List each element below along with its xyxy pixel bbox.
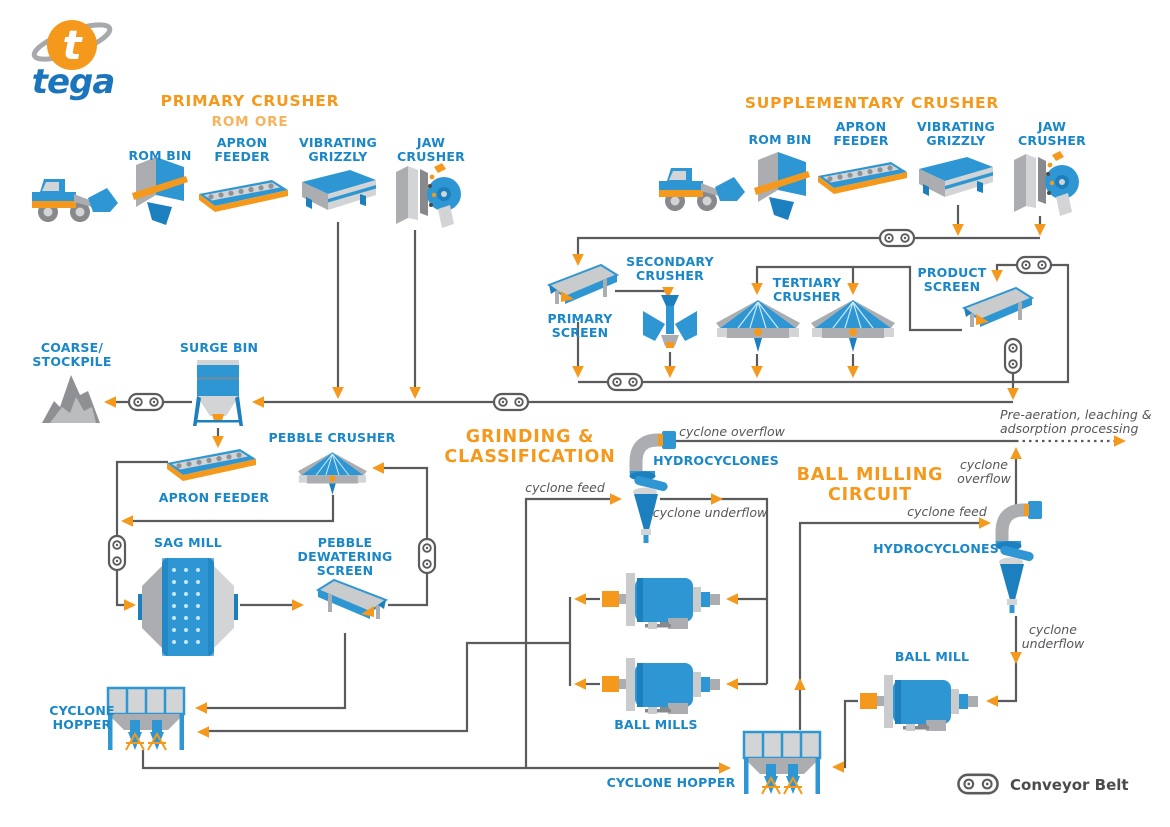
label-cyclone-hopper-left: CYCLONE HOPPER [49,703,115,732]
pebble-dewatering-screen-icon [317,579,387,620]
rom-bin-icon [754,152,810,220]
line-pds-to-pebble-crusher [382,466,429,607]
sag-mill-icon [138,558,238,656]
annotation-cyclone-underflow-left: cyclone underflow [652,505,768,520]
line-product-screen-oversize [755,265,962,332]
label-pebble-dewatering-screen: PEBBLE DEWATERING SCREEN [297,535,393,578]
hydrocyclone-icon [996,501,1043,613]
label-cyclone-hopper-bottom: CYCLONE HOPPER [606,775,736,790]
tertiary-crusher-icon [715,299,801,353]
annotation-pre-aeration: Pre-aeration, leaching & adsorption proc… [1000,407,1152,437]
annotation-cyclone-feed-right: cyclone feed [907,504,987,519]
secondary-crusher-icon [643,295,697,348]
section-title-grinding-classification: GRINDING & CLASSIFICATION [444,427,616,468]
line-pds-to-hopper [205,633,347,710]
conveyor-belt-icon [1015,255,1053,275]
section-title-primary-crusher: PRIMARY CRUSHER [160,92,340,110]
line-cyclone-feed-right [798,521,981,730]
pebble-crusher-icon [297,451,368,496]
vibrating-grizzly-icon [919,157,993,197]
label-surge-bin: SURGE BIN [179,340,259,355]
label-apron-feeder-supplementary: APRON FEEDER [833,119,889,148]
line-pebble-crusher-discharge [131,495,335,523]
label-ball-mills: BALL MILLS [614,717,698,732]
hydrocyclone-icon [630,431,677,543]
line-crushed-collector [578,263,1070,384]
ball-mill-icon [860,675,978,731]
section-subtitle-rom-ore: ROM ORE [211,114,289,130]
line-primary-screen-oversize [615,287,670,293]
label-hydrocyclones-left: HYDROCYCLONES [653,453,779,468]
conveyor-belt-legend-icon [957,773,999,795]
apron-feeder-icon [199,180,288,212]
surge-bin-icon [193,360,243,426]
apron-feeder-icon [818,162,907,194]
conveyor-belt-icon [1003,337,1023,375]
annotation-cyclone-underflow-right: cyclone underflow [1021,622,1085,652]
jaw-crusher-icon [1014,151,1079,216]
jaw-crusher-icon [396,163,461,228]
wheel-loader-icon [659,168,745,211]
line-cyclone-feed-left [524,497,612,768]
label-rom-bin-primary: ROM BIN [128,148,192,163]
annotation-cyclone-feed-left: cyclone feed [525,480,605,495]
label-coarse-stockpile: COARSE/ STOCKPILE [32,340,112,369]
conveyor-belt-icon [878,228,916,248]
wheel-loader-icon [32,179,118,222]
line-ballmill-right-discharge [842,699,858,769]
logo-wordmark: tega [31,62,116,102]
line-hopper-transfer [141,750,721,770]
primary-screen-icon [548,264,618,305]
label-hydrocyclones-right: HYDROCYCLONES [873,541,999,556]
ball-mill-icon [602,573,720,629]
logo-ball [47,20,97,70]
cyclone-hopper-icon [742,730,822,796]
label-secondary-crusher: SECONDARY CRUSHER [626,254,714,283]
apron-feeder-icon [167,449,256,481]
conveyor-belt-icon [606,372,644,392]
conveyor-belt-icon [417,537,437,575]
vibrating-grizzly-icon [302,170,376,210]
label-pebble-crusher: PEBBLE CRUSHER [268,430,396,445]
cyclone-hopper-icon [106,686,186,752]
annotation-cyclone-overflow-left: cyclone overflow [679,424,785,439]
ball-mill-icon [602,658,720,714]
label-apron-feeder-sag: APRON FEEDER [158,490,270,505]
label-product-screen: PRODUCT SCREEN [917,265,987,294]
line-apron-to-sag [115,460,168,607]
conveyor-belt-icon [492,392,530,412]
label-ball-mill-right: BALL MILL [894,649,970,664]
label-sag-mill: SAG MILL [154,535,222,550]
label-tertiary-crusher: TERTIARY CRUSHER [772,275,842,304]
tertiary-crusher-icon [810,299,896,353]
label-rom-bin-supplementary: ROM BIN [748,132,812,147]
section-title-supplementary-crusher: SUPPLEMENTARY CRUSHER [744,94,1000,112]
rom-bin-icon [132,157,188,225]
label-apron-feeder-primary: APRON FEEDER [214,135,270,164]
flow-lines [114,205,1114,770]
label-vibrating-grizzly-primary: VIBRATING GRIZZLY [299,135,377,164]
conveyor-belt-icon [107,534,127,572]
label-jaw-crusher-supplementary: JAW CRUSHER [1018,119,1086,148]
line-supp-collector [576,236,1040,255]
line-ballmills-to-hopper [207,641,570,733]
line-cyclone-underflow-right [996,616,1018,703]
label-jaw-crusher-primary: JAW CRUSHER [397,135,465,164]
line-cyclone-underflow-left [660,497,769,684]
logo-glyph: t [62,23,83,69]
legend-conveyor-belt: Conveyor Belt [1010,776,1129,794]
label-vibrating-grizzly-supplementary: VIBRATING GRIZZLY [917,119,995,148]
coarse-stockpile-icon [42,375,100,423]
section-title-ball-milling-circuit: BALL MILLING CIRCUIT [796,465,944,506]
tega-logo: t [31,20,113,70]
conveyor-belt-icon [127,392,165,412]
label-primary-screen: PRIMARY SCREEN [547,311,613,340]
annotation-cyclone-overflow-right: cyclone overflow [957,457,1011,487]
